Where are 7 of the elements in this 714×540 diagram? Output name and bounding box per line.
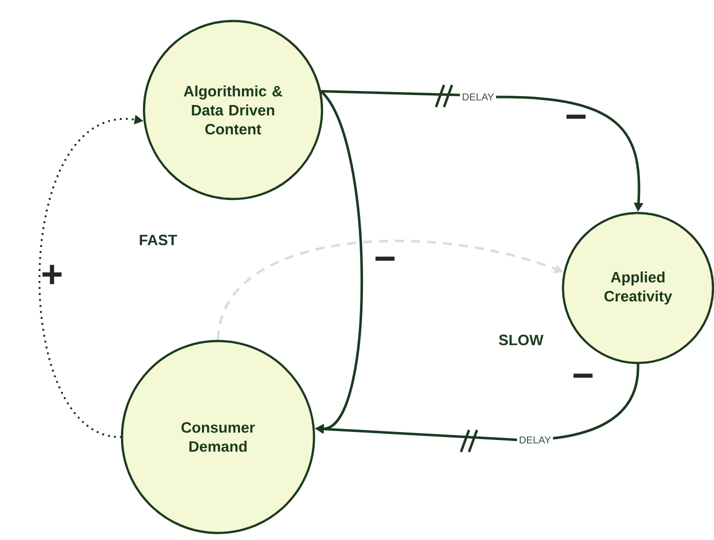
- edge-label: DELAY: [460, 92, 496, 102]
- polarity-sign: −: [566, 114, 586, 119]
- region-label: SLOW: [498, 334, 544, 346]
- region-label: FAST: [140, 234, 178, 246]
- polarity-sign: −: [376, 256, 395, 261]
- polarity-sign: +: [42, 264, 62, 284]
- edge-label: DELAY: [516, 434, 554, 446]
